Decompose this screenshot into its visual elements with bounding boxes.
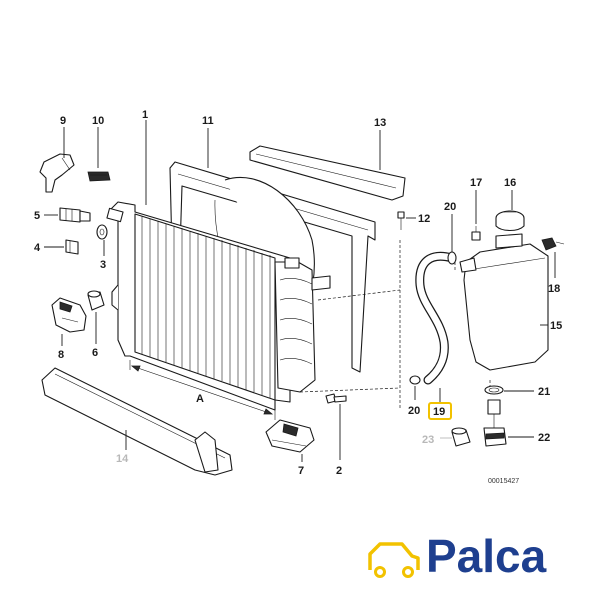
- callout-22: 22: [538, 432, 550, 444]
- part-16-cap[interactable]: [495, 210, 525, 232]
- part-10-clip[interactable]: [87, 171, 111, 182]
- part-14-air-duct[interactable]: [41, 367, 233, 476]
- part-1-radiator[interactable]: [106, 201, 331, 420]
- part-18-level-sensor[interactable]: [541, 237, 565, 251]
- callout-6: 6: [92, 347, 98, 359]
- document-number: 00015427: [488, 478, 519, 485]
- part-19-coolant-hose[interactable]: [415, 251, 457, 385]
- part-21-o-ring[interactable]: [484, 385, 504, 395]
- callout-13: 13: [374, 117, 386, 129]
- brand-name: Palca: [426, 530, 547, 582]
- part-6-rubber-mount[interactable]: [87, 290, 105, 311]
- part-20-hose-clamp-top[interactable]: [447, 251, 457, 265]
- callout-18: 18: [548, 283, 560, 295]
- callout-14: 14: [116, 453, 129, 465]
- part-2-screw[interactable]: [325, 393, 347, 404]
- leader-lines: [44, 120, 556, 462]
- callout-15: 15: [550, 320, 562, 332]
- callout-20-top: 20: [444, 201, 456, 213]
- callout-19-highlight: [428, 402, 452, 420]
- callout-1: 1: [142, 109, 148, 121]
- part-15-expansion-tank[interactable]: [459, 233, 549, 371]
- callout-21: 21: [538, 386, 550, 398]
- part-17-bleed-screw[interactable]: [471, 226, 481, 241]
- part-22-sensor-body[interactable]: [483, 399, 507, 447]
- car-icon: [368, 542, 420, 578]
- callout-9: 9: [60, 115, 66, 127]
- part-13-seal-strip[interactable]: [249, 145, 406, 201]
- callout-3: 3: [100, 259, 106, 271]
- part-3-o-ring[interactable]: [96, 224, 108, 240]
- callout-10: 10: [92, 115, 104, 127]
- part-8-mount-bracket[interactable]: [51, 297, 87, 333]
- callout-2: 2: [336, 465, 342, 477]
- part-9-bracket[interactable]: [39, 153, 75, 193]
- callout-20-bottom: 20: [408, 405, 420, 417]
- part-7-lower-mount[interactable]: [265, 419, 315, 453]
- part-23-float[interactable]: [451, 427, 471, 447]
- callout-23: 23: [422, 434, 434, 446]
- callout-8: 8: [58, 349, 64, 361]
- part-12-screw[interactable]: [397, 211, 405, 230]
- dimension-a-label: A: [196, 393, 204, 405]
- callout-16: 16: [504, 177, 516, 189]
- part-5-temp-switch[interactable]: [59, 207, 91, 223]
- callout-19[interactable]: 19: [433, 406, 445, 418]
- callout-4: 4: [34, 242, 41, 254]
- callout-17: 17: [470, 177, 482, 189]
- part-20-hose-clamp-bottom[interactable]: [409, 375, 421, 385]
- callout-11: 11: [202, 115, 214, 127]
- callout-12: 12: [418, 213, 430, 225]
- part-4-plug[interactable]: [65, 239, 79, 255]
- palca-logo: Palca: [368, 530, 547, 582]
- callout-7: 7: [298, 465, 304, 477]
- callout-5: 5: [34, 210, 40, 222]
